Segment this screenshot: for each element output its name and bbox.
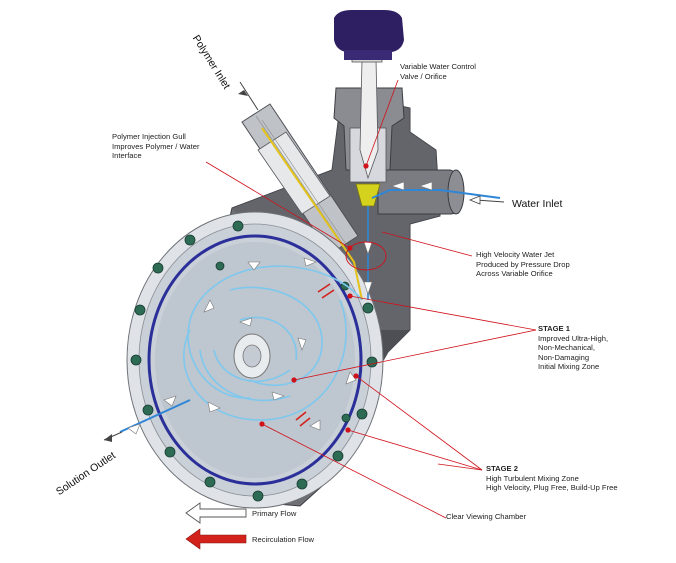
primary-flow-legend-arrow: [185, 502, 247, 524]
recirculation-flow-legend-label: Recirculation Flow: [252, 535, 315, 544]
jet-label: High Velocity Water Jet Produced by Pres…: [476, 250, 570, 279]
valve-housing: [333, 59, 405, 207]
bolts: [130, 220, 378, 502]
stage2-title: STAGE 2: [486, 464, 518, 473]
recirculation-arrows: [295, 283, 335, 427]
viewing-chamber-label: Clear Viewing Chamber: [446, 512, 527, 521]
legend: [185, 502, 247, 550]
callout-lines: [205, 79, 537, 519]
primary-flow-arrows: [127, 181, 433, 435]
recirculation-flow-legend-arrow: [185, 528, 247, 550]
stage1-label: STAGE 1 Improved Ultra-High, Non-Mechani…: [538, 324, 609, 372]
solution-outlet-arrow: [103, 431, 123, 442]
clear-viewing-chamber: [126, 211, 384, 509]
stage1-title: STAGE 1: [538, 324, 570, 333]
water-inlet-label: Water Inlet: [512, 198, 563, 210]
valve-knob: [334, 10, 404, 63]
water-inlet-arrow: [468, 195, 505, 205]
valve-label: Variable Water Control Valve / Orifice: [400, 62, 476, 81]
gull-label: Polymer Injection Gull Improves Polymer …: [112, 132, 200, 161]
stage2-label: STAGE 2 High Turbulent Mixing Zone High …: [486, 464, 618, 493]
primary-flow-legend-label: Primary Flow: [252, 509, 297, 518]
